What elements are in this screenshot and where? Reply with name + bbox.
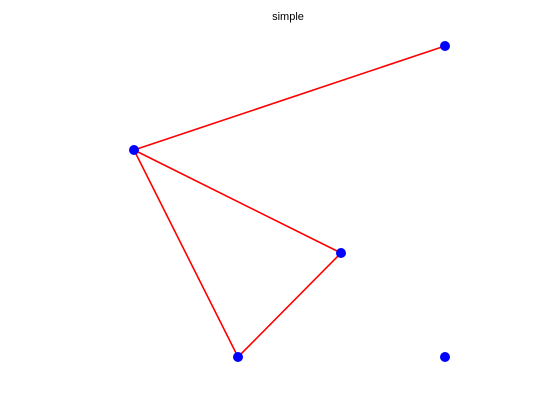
graph-node-n5 xyxy=(440,352,450,362)
graph-edge-n2-n3 xyxy=(133,149,342,254)
graph-edge-n2-n1 xyxy=(133,45,446,151)
graph-edge-n4-n3 xyxy=(237,252,342,358)
edges-layer xyxy=(133,45,446,358)
graph-edge-n2-n4 xyxy=(133,149,239,358)
graph-node-n4 xyxy=(233,352,243,362)
graph-node-n1 xyxy=(440,41,450,51)
graph-node-n2 xyxy=(129,145,139,155)
graph-node-n3 xyxy=(336,248,346,258)
nodes-layer xyxy=(129,41,450,362)
figure-title: simple xyxy=(272,11,304,23)
